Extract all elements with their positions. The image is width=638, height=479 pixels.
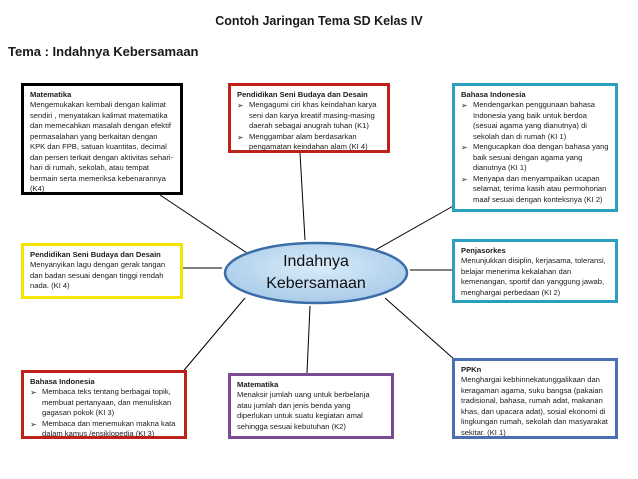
box-seni-budaya-middle: Pendidikan Seni Budaya dan Desain Menyan…	[21, 243, 183, 299]
line-to-ppkn	[384, 297, 456, 361]
line-to-matematika1	[159, 194, 251, 256]
center-label-line2: Kebersamaan	[266, 275, 366, 292]
box-heading: Pendidikan Seni Budaya dan Desain	[237, 90, 368, 99]
box-text: Mengemukakan kembali dengan kalimat send…	[30, 100, 174, 194]
box-ppkn: PPKn Menghargai kebhinnekatunggalikaan d…	[452, 358, 618, 439]
box-heading: PPKn	[461, 365, 482, 374]
theme-heading: Tema : Indahnya Kebersamaan	[8, 44, 199, 59]
bullet-item: Menggambar alam berdasarkan pengamatan k…	[237, 132, 381, 153]
bullet-item: Mengagumi ciri khas keindahan karya seni…	[237, 100, 381, 131]
box-heading: Penjasorkes	[461, 246, 506, 255]
box-penjasorkes: Penjasorkes Menunjukkan disiplin, kerjas…	[452, 239, 618, 303]
box-heading: Matematika	[237, 380, 279, 389]
diagram-title: Contoh Jaringan Tema SD Kelas IV	[215, 14, 423, 28]
bullet-item: Membaca teks tentang berbagai topik, mem…	[30, 387, 178, 418]
line-to-bahasa1	[369, 204, 456, 254]
line-to-bahasa2	[179, 297, 246, 376]
box-matematika-bottom: Matematika Menaksir jumlah uang untuk be…	[228, 373, 394, 439]
box-text: Menunjukkan disiplin, kerjasama, toleran…	[461, 256, 606, 297]
line-to-seni1	[299, 152, 306, 241]
box-bahasa-indonesia-top: Bahasa Indonesia Mendengarkan penggunaan…	[452, 83, 618, 212]
box-text: Menyanyikan lagu dengan gerak tangan dan…	[30, 260, 166, 291]
box-heading: Bahasa Indonesia	[461, 90, 526, 99]
bullet-item: Menyapa dan menyampaikan ucapan selamat,…	[461, 174, 609, 205]
box-heading: Pendidikan Seni Budaya dan Desain	[30, 250, 161, 259]
box-seni-budaya-top: Pendidikan Seni Budaya dan Desain Mengag…	[228, 83, 390, 153]
center-label-line1: Indahnya	[283, 253, 349, 271]
center-theme-oval: Indahnya Kebersamaan	[222, 240, 410, 306]
box-bahasa-indonesia-bottom: Bahasa Indonesia Membaca teks tentang be…	[21, 370, 187, 439]
bullet-item: Mengucapkan doa dengan bahasa yang baik …	[461, 142, 609, 173]
line-to-matematika2	[306, 305, 311, 374]
box-heading: Matematika	[30, 90, 72, 99]
oval-shape	[223, 241, 409, 305]
box-text: Menaksir jumlah uang untuk berbelanja at…	[237, 390, 370, 431]
box-heading: Bahasa Indonesia	[30, 377, 95, 386]
bullet-item: Mendengarkan penggunaan bahasa Indonesia…	[461, 100, 609, 142]
box-matematika-top: Matematika Mengemukakan kembali dengan k…	[21, 83, 183, 195]
box-text: Menghargai kebhinnekatunggalikaan dan ke…	[461, 375, 608, 437]
bullet-item: Membaca dan menemukan makna kata dalam k…	[30, 419, 178, 440]
